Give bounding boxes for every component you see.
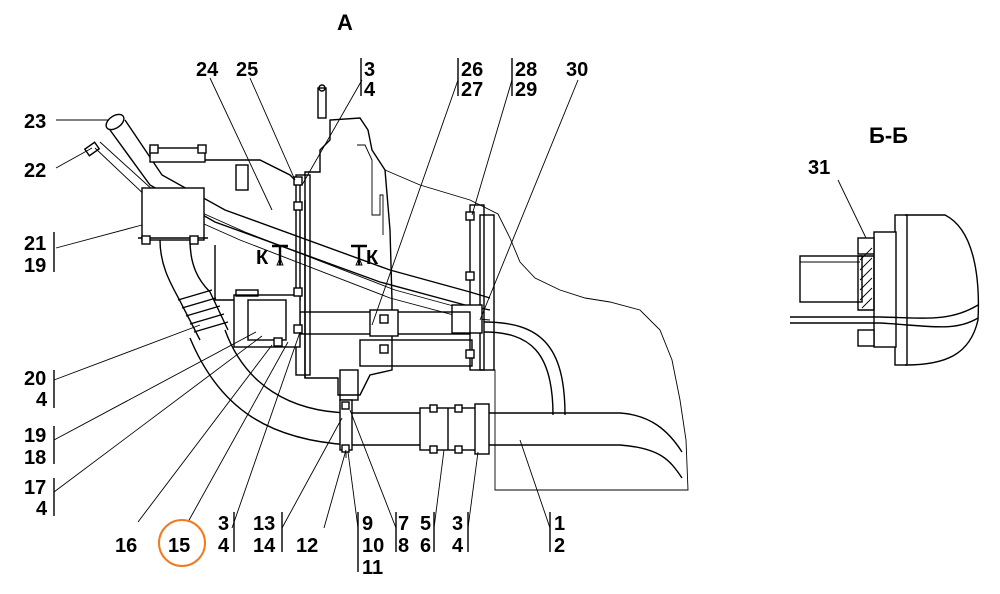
elbow-box — [233, 294, 301, 348]
callout-30: 30 — [566, 59, 588, 81]
pipe-curved-right-b — [483, 331, 554, 416]
connector-30 — [451, 304, 483, 334]
callout-18: 18 — [24, 447, 46, 469]
elbow-flange — [235, 289, 259, 297]
pipe-upper-main-b — [124, 119, 491, 299]
callout-4b: 4 — [36, 498, 48, 520]
callout-3a: 3 — [218, 513, 229, 535]
callout-15-highlight — [158, 519, 206, 567]
pipe-lower-joint — [419, 407, 481, 451]
callout-28: 28 — [515, 59, 537, 81]
bolts — [141, 144, 475, 454]
callout-10: 10 — [362, 535, 384, 557]
view-label: А — [337, 10, 353, 35]
pipe-end-23 — [105, 113, 125, 131]
callout-4d: 4 — [452, 535, 464, 557]
pump-fitting-top — [318, 84, 326, 92]
clamp-top-block — [149, 147, 206, 163]
section-plate — [894, 214, 908, 366]
pipe-lower-main — [189, 337, 683, 479]
callout-23: 23 — [24, 111, 46, 133]
section-bushing — [857, 255, 875, 311]
callout-26: 26 — [461, 59, 483, 81]
labels: А Б-Б К К 23 22 21 19 20 4 19 18 17 4 16… — [24, 10, 908, 579]
callout-3b: 3 — [452, 513, 463, 535]
callout-19b: 19 — [24, 425, 46, 447]
callout-27: 27 — [461, 79, 483, 101]
pump-flange — [295, 174, 311, 376]
callout-14: 14 — [253, 535, 276, 557]
callout-15: 15 — [168, 535, 190, 557]
pipe-clamp — [141, 187, 205, 241]
callout-19a: 19 — [24, 255, 46, 277]
callout-2: 2 — [554, 535, 565, 557]
callout-12: 12 — [296, 535, 318, 557]
callout-4e: 4 — [364, 79, 376, 101]
section-title: Б-Б — [869, 123, 908, 148]
pipe-lower-clamp — [474, 403, 490, 455]
callout-29: 29 — [515, 79, 537, 101]
mounting-plate — [469, 204, 485, 371]
section-hatch — [859, 247, 873, 309]
callout-7: 7 — [398, 513, 409, 535]
callout-16: 16 — [115, 535, 137, 557]
section-tube — [799, 255, 863, 303]
callout-11: 11 — [362, 557, 383, 579]
callout-6: 6 — [420, 535, 431, 557]
mounting-plate-inner — [479, 214, 495, 371]
callout-4a: 4 — [36, 389, 48, 411]
section-nut-bot — [857, 329, 875, 347]
section-nut-top — [857, 237, 875, 255]
leader-31 — [837, 179, 867, 239]
callout-4c: 4 — [218, 535, 230, 557]
pipe-lower-main-b — [224, 329, 683, 453]
pipe-upper-thin-b — [99, 141, 469, 311]
callout-21: 21 — [24, 233, 46, 255]
callout-3c: 3 — [364, 59, 375, 81]
callout-25: 25 — [236, 59, 258, 81]
callout-20: 20 — [24, 368, 46, 390]
callout-1: 1 — [554, 513, 565, 535]
leader-lines — [53, 77, 579, 529]
shaft-lower — [359, 339, 473, 367]
main-view — [53, 58, 689, 572]
pump-top-detail — [357, 144, 384, 235]
callout-8: 8 — [398, 535, 409, 557]
callout-bars — [53, 58, 551, 572]
housing-outline — [384, 169, 689, 491]
manifold-block — [205, 159, 301, 301]
manifold-cap — [235, 164, 249, 191]
cut-mark-left: К — [256, 247, 269, 269]
callout-22: 22 — [24, 160, 46, 182]
elbow-box-inner — [247, 299, 287, 341]
section-pipe-b — [790, 317, 979, 328]
section-pipe — [790, 304, 979, 319]
pump-body — [304, 117, 393, 396]
callout-17: 17 — [24, 477, 46, 499]
callout-24: 24 — [196, 59, 219, 81]
fitting-22 — [83, 141, 101, 157]
callout-13: 13 — [253, 513, 275, 535]
section-housing — [904, 214, 980, 366]
hose-outline-b — [189, 239, 229, 331]
pump-fitting — [317, 87, 327, 119]
callout-5: 5 — [420, 513, 431, 535]
pipe-curved-right — [483, 321, 566, 416]
section-view — [790, 179, 980, 366]
section-flange — [873, 231, 897, 348]
callout-9: 9 — [362, 513, 373, 535]
hose-ribs — [177, 289, 229, 333]
section-marks — [272, 244, 367, 266]
cut-mark-right: К — [366, 247, 379, 269]
callout-31: 31 — [808, 157, 830, 179]
hose-outline — [159, 239, 201, 341]
